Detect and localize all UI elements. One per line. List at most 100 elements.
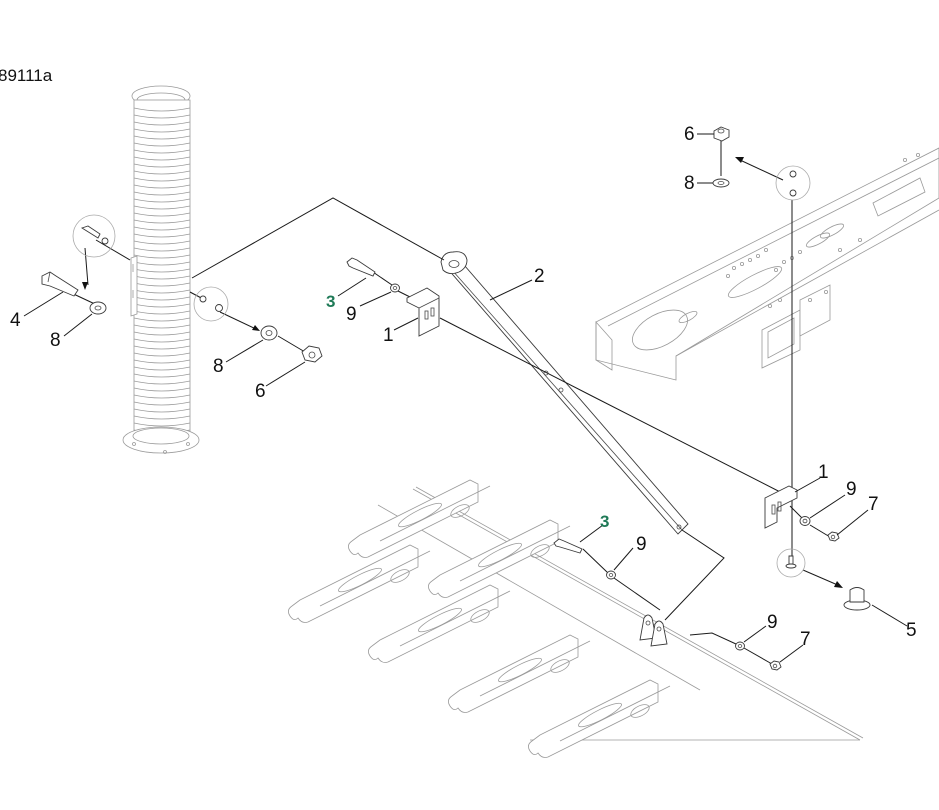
pipe-rib: [133, 289, 191, 294]
pipe-rib: [133, 352, 191, 357]
frame-hole: [740, 261, 745, 266]
pipe-rib: [133, 415, 191, 420]
frame-hole: [824, 289, 829, 294]
pipe-rib: [133, 191, 191, 196]
main-frame: [595, 147, 939, 381]
callout-9-lower: 9: [636, 534, 647, 555]
frame-hole: [732, 265, 737, 270]
callout-9-upper: 9: [346, 304, 357, 325]
callout-4: 4: [10, 310, 21, 331]
pipe-rib: [133, 422, 191, 427]
pipe-rib: [133, 282, 191, 287]
pipe-rib: [133, 373, 191, 378]
pipe-rib: [133, 261, 191, 266]
pipe-rib: [133, 219, 191, 224]
knife-guard: [528, 679, 671, 758]
washer-9-upper: [390, 283, 400, 293]
figure-id: 89111a: [0, 66, 53, 85]
bolt-4: [41, 271, 79, 297]
washer-9-bottom: [735, 641, 745, 651]
callout-2: 2: [534, 266, 545, 287]
bracket-1-upper: [406, 287, 440, 337]
frame-hole: [748, 257, 753, 262]
callout-6-top: 6: [684, 124, 695, 145]
pipe-rib: [133, 170, 191, 175]
callout-leaders: [23, 133, 908, 663]
pipe-rib: [133, 338, 191, 343]
pipe-rib: [133, 387, 191, 392]
washer-9-right: [799, 516, 811, 526]
support-strut: [440, 251, 689, 535]
pipe-rib: [133, 233, 191, 238]
pipe-rib: [133, 303, 191, 308]
pipe-rib: [133, 254, 191, 259]
cutter-bar: [288, 479, 864, 758]
nut-6-top: [713, 126, 730, 142]
knife-guard: [288, 544, 431, 623]
pipe-rib: [133, 317, 191, 322]
pipe-rib: [133, 142, 191, 147]
pipe-rib: [133, 121, 191, 126]
frame-hole: [782, 259, 787, 264]
pipe-rib: [133, 205, 191, 210]
callout-7-bottom: 7: [800, 629, 811, 650]
magnifier-frame: [775, 165, 811, 201]
washer-8-left: [89, 301, 107, 315]
callout-labels: 6 8 4 8 3 9 1 2 8 6 1 9 7 3 9 5 9 7: [10, 124, 917, 650]
knife-guard: [368, 584, 511, 663]
pipe-rib: [133, 226, 191, 231]
pipe-rib: [133, 128, 191, 133]
bolt-3-upper: [346, 257, 376, 277]
callout-6-middle: 6: [255, 381, 266, 402]
clevis-lugs: [639, 614, 668, 647]
frame-hole: [858, 237, 863, 242]
callout-8-left: 8: [50, 330, 61, 351]
frame-hole: [798, 249, 803, 254]
bolt-3-lower: [553, 538, 583, 554]
pipe-rib: [133, 184, 191, 189]
knife-guard: [348, 479, 491, 558]
pipe-rib: [133, 359, 191, 364]
callout-3-lower: 3: [600, 512, 609, 531]
corrugated-pipe: [122, 85, 200, 454]
washer-8-top: [712, 178, 730, 188]
pipe-rib: [133, 177, 191, 182]
pipe-rib: [133, 366, 191, 371]
nut-6-middle: [301, 345, 323, 363]
pipe-rib: [133, 156, 191, 161]
pipe-rib: [133, 135, 191, 140]
pipe-rib: [133, 394, 191, 399]
callout-7-right: 7: [868, 494, 879, 515]
pipe-rib: [133, 401, 191, 406]
callout-3-upper: 3: [326, 292, 335, 311]
pipe-rib: [133, 380, 191, 385]
pipe-rib: [133, 331, 191, 336]
callout-8-middle: 8: [213, 356, 224, 377]
pipe-rib: [133, 114, 191, 119]
callout-9-bottom: 9: [767, 612, 778, 633]
pipe-rib: [133, 345, 191, 350]
pipe-rib: [133, 324, 191, 329]
knife-guard: [428, 519, 571, 598]
callout-9-right: 9: [846, 479, 857, 500]
frame-hole: [916, 152, 921, 157]
pipe-rib: [133, 310, 191, 315]
frame-hole: [774, 267, 779, 272]
frame-hole: [726, 273, 731, 278]
knife-guard: [448, 634, 591, 713]
callout-5: 5: [906, 620, 917, 641]
magnifier-middle: [193, 286, 229, 322]
nut-7-right: [827, 531, 840, 542]
frame-hole: [903, 157, 908, 162]
carriage-bolt-5: [843, 587, 871, 611]
magnifier-right: [776, 548, 806, 578]
washer-8-middle: [260, 325, 278, 341]
frame-hole: [756, 253, 761, 258]
frame-hole: [764, 247, 769, 252]
magnifier-left: [72, 214, 116, 258]
pipe-rib: [133, 240, 191, 245]
pipe-rib: [133, 198, 191, 203]
pipe-rib: [133, 296, 191, 301]
pipe-rib: [133, 212, 191, 217]
